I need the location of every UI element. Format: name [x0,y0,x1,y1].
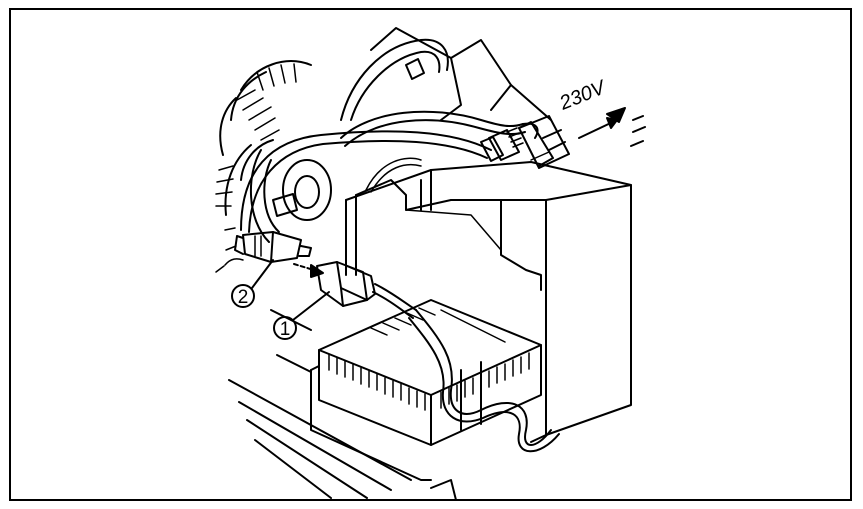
base-rails [224,227,457,499]
callout-leaders [251,259,330,321]
device-illustration: 230V [215,27,646,499]
fan-wheel [215,60,312,207]
callout-1-label: 1 [280,319,291,340]
mains-plug [480,115,570,169]
figure-frame: 230V [9,8,852,501]
voltage-label: 230V [556,76,610,115]
motor-assembly [224,139,332,243]
top-bracket [340,27,552,121]
pull-arrow [578,107,626,139]
connector-1 [316,261,417,319]
callout-2: 2 [231,284,255,308]
transformer-housing [345,157,632,436]
motion-dashes [630,115,646,147]
callout-2-label: 2 [238,287,249,308]
connector-2 [215,231,312,273]
finned-transformer [310,299,560,481]
